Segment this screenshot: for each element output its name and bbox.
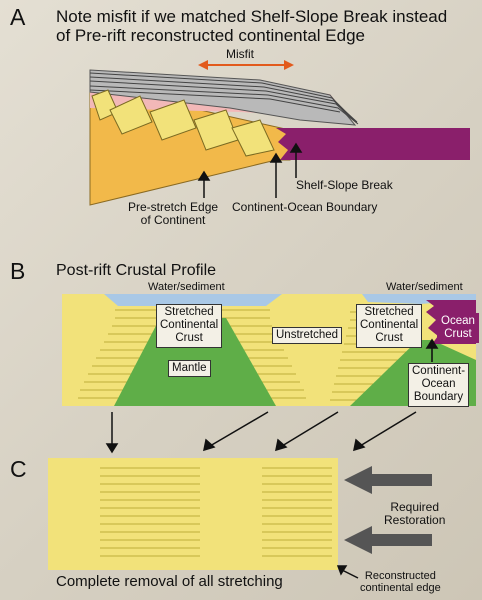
panel-c-letter: C <box>10 456 27 482</box>
stretched-left-line1: Stretched <box>164 306 214 318</box>
panel-a-pointers <box>197 142 303 198</box>
reconstructed-edge-label: Reconstructed continental edge <box>360 570 441 594</box>
prestretch-edge-label: Pre-stretch Edge of Continent <box>128 200 219 228</box>
stretched-crust-left-box: Stretched Continental Crust <box>156 304 223 348</box>
stretched-right-line1: Stretched <box>364 306 414 318</box>
required-line2: Restoration <box>384 513 446 528</box>
panel-a-title-line1: Note misfit if we matched Shelf-Slope Br… <box>56 7 448 26</box>
cob-label-a: Continent-Ocean Boundary <box>232 200 378 214</box>
cob-b-line2: Ocean <box>421 378 456 391</box>
misfit-label: Misfit <box>226 47 254 61</box>
stretched-left-line2: Continental <box>160 319 219 332</box>
required-restoration-label: Required Restoration <box>384 500 446 528</box>
ocean-line1: Ocean <box>441 315 475 327</box>
complete-removal-label: Complete removal of all stretching <box>56 573 283 590</box>
cob-b-line1: Continent- <box>412 365 466 377</box>
shelf-slope-label: Shelf-Slope Break <box>296 178 393 192</box>
required-restoration-arrows <box>344 466 432 554</box>
cob-box-b: Continent- Ocean Boundary <box>408 363 470 407</box>
water-right-label: Water/sediment <box>386 281 463 293</box>
stretched-right-line3: Crust <box>375 332 403 345</box>
stretched-right-line2: Continental <box>360 319 419 332</box>
stretched-crust-right-box: Stretched Continental Crust <box>356 304 423 348</box>
restored-crust <box>48 458 338 570</box>
panel-b-title: Post-rift Crustal Profile <box>56 262 217 279</box>
stretch-lines-c <box>100 467 332 557</box>
fault-blocks <box>91 89 275 157</box>
shelf-layers <box>89 69 359 126</box>
panel-a-title-line2: of Pre-rift reconstructed continental Ed… <box>56 26 365 45</box>
ocean-crust-a <box>276 128 470 160</box>
stretched-left-line3: Crust <box>175 332 203 345</box>
ocean-crust-box: Ocean Crust <box>437 313 479 344</box>
restoration-arrows <box>105 411 417 454</box>
misfit-arrow <box>198 60 294 70</box>
cob-b-line3: Boundary <box>413 391 464 404</box>
water-left-label: Water/sediment <box>148 281 225 293</box>
prestretch-line2: of Continent <box>140 213 206 228</box>
reconstructed-edge-arrow <box>336 565 359 579</box>
required-line1: Required <box>390 500 440 514</box>
cob-arrow-b <box>425 338 439 362</box>
ocean-line2: Crust <box>444 328 472 341</box>
prestretch-line1: Pre-stretch Edge <box>128 200 219 214</box>
reconstructed-line1: Reconstructed <box>364 570 436 582</box>
water-left <box>104 294 282 306</box>
panel-a-letter: A <box>10 4 26 30</box>
panel-b-letter: B <box>10 258 26 284</box>
unstretched-box: Unstretched <box>272 327 343 345</box>
reconstructed-line2: continental edge <box>360 582 441 595</box>
mantle-box: Mantle <box>168 360 211 378</box>
